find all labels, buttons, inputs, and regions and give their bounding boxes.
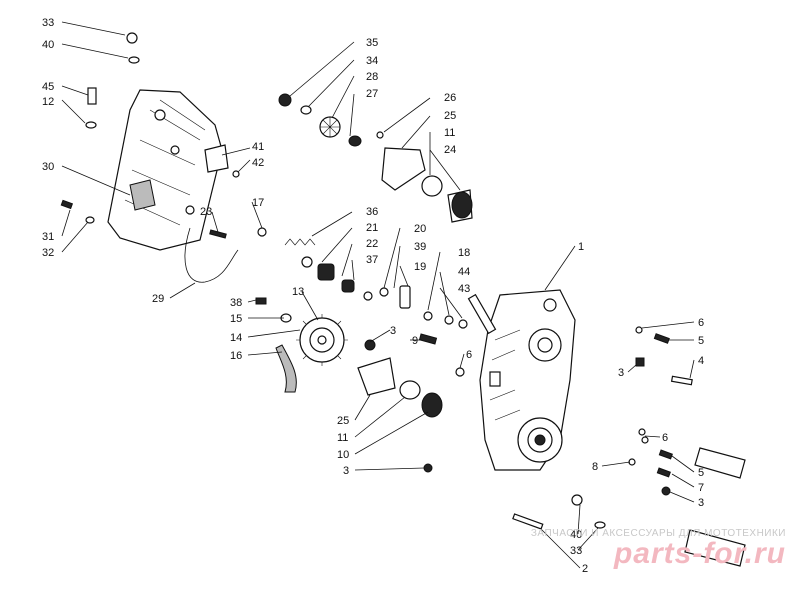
watermark: ЗАПЧАСТИ И АКСЕССУАРЫ ДЛЯ МОТОТЕХНИКИ pa… <box>486 528 786 571</box>
callout-25-top: 25 <box>444 110 456 122</box>
callout-6-right-top: 6 <box>698 317 704 329</box>
callout-27: 27 <box>366 88 378 100</box>
callout-29: 29 <box>152 293 164 305</box>
callout-1: 1 <box>578 241 584 253</box>
callout-26: 26 <box>444 92 456 104</box>
callout-34: 34 <box>366 55 378 67</box>
callout-38: 38 <box>230 297 242 309</box>
callout-43: 43 <box>458 283 470 295</box>
cover-fitting <box>85 87 97 129</box>
callout-21: 21 <box>366 222 378 234</box>
callout-45: 45 <box>42 81 54 93</box>
callout-19: 19 <box>414 261 426 273</box>
watermark-logo: parts-for.ru <box>613 537 786 570</box>
chaincase-housing <box>479 289 576 471</box>
chain-link-strip <box>467 293 497 335</box>
cover-bolt-left <box>60 199 95 224</box>
upper-sprocket-stack <box>278 93 473 223</box>
callout-15: 15 <box>230 313 242 325</box>
callout-40-top: 40 <box>42 39 54 51</box>
callout-11-bottom: 11 <box>337 432 348 444</box>
lower-sprocket-stack <box>255 297 465 473</box>
leader-lines <box>61 21 695 569</box>
callout-36: 36 <box>366 206 378 218</box>
callout-44: 44 <box>458 266 470 278</box>
callout-35: 35 <box>366 37 378 49</box>
callout-10: 10 <box>337 449 349 461</box>
callout-3-bottom: 3 <box>343 465 349 477</box>
callout-31: 31 <box>42 231 54 243</box>
callout-8: 8 <box>592 461 598 473</box>
callout-14: 14 <box>230 332 242 344</box>
cover-cap-screw-top <box>126 32 140 64</box>
chain-case-cover <box>107 89 223 251</box>
callout-41: 41 <box>252 141 264 153</box>
callout-20: 20 <box>414 223 426 235</box>
callout-33-top: 33 <box>42 17 54 29</box>
callout-24: 24 <box>444 144 456 156</box>
callout-28: 28 <box>366 71 378 83</box>
callout-25-bottom: 25 <box>337 415 349 427</box>
callout-9: 9 <box>412 335 418 347</box>
callout-22: 22 <box>366 238 378 250</box>
callout-labels: 33 40 45 12 30 31 32 29 23 17 41 42 35 3… <box>42 17 704 575</box>
callout-23: 23 <box>200 206 212 218</box>
callout-16: 16 <box>230 350 242 362</box>
callout-7: 7 <box>698 482 704 494</box>
tensioner-assembly <box>257 227 468 329</box>
callout-40-bottom: 40 <box>570 529 582 541</box>
callout-2: 2 <box>582 563 588 575</box>
callout-4: 4 <box>698 355 704 367</box>
callout-5-right-mid: 5 <box>698 467 704 479</box>
callout-37: 37 <box>366 254 378 266</box>
callout-30: 30 <box>42 161 54 173</box>
right-hardware <box>512 326 746 567</box>
callout-3-right-top: 3 <box>618 367 624 379</box>
callout-12: 12 <box>42 96 54 108</box>
callout-32: 32 <box>42 247 54 259</box>
callout-6-mid: 6 <box>466 349 472 361</box>
callout-17: 17 <box>252 197 264 209</box>
callout-5-right-top: 5 <box>698 335 704 347</box>
callout-18: 18 <box>458 247 470 259</box>
cover-plate <box>204 144 240 178</box>
callout-6-right-mid: 6 <box>662 432 668 444</box>
cable <box>184 227 239 283</box>
watermark-tagline: ЗАПЧАСТИ И АКСЕССУАРЫ ДЛЯ МОТОТЕХНИКИ <box>530 528 786 539</box>
callout-13: 13 <box>292 286 304 298</box>
callout-39: 39 <box>414 241 426 253</box>
callout-11-top: 11 <box>444 127 455 139</box>
callout-33-bottom: 33 <box>570 545 582 557</box>
callout-3-right-bottom: 3 <box>698 497 704 509</box>
callout-3-mid: 3 <box>390 325 396 337</box>
callout-42: 42 <box>252 157 264 169</box>
